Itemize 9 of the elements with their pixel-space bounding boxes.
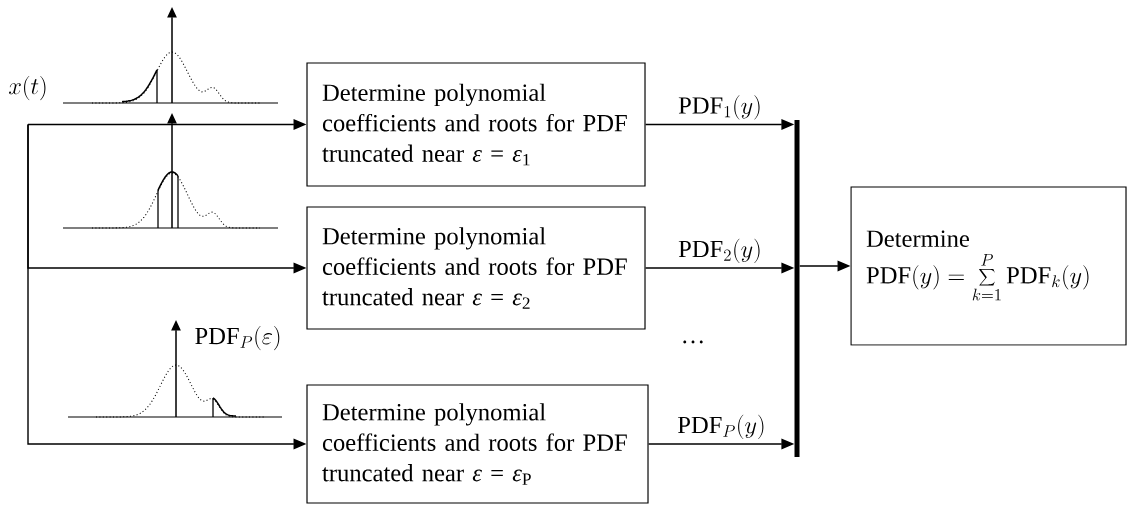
process-box: Determine polynomial coefficients and roots for PDF truncated near ε = ε$_{2}$	[306, 206, 646, 330]
edge-label: $\mathrm{PDF}_{2}(y)$	[676, 237, 763, 265]
result-box: Determine $\mathrm{PDF}(y)=\sum_{k=1}^{P}\mathrm{PDF}_{k}(y)$	[850, 186, 1127, 346]
input-label: $x(t)$	[9, 75, 46, 101]
process-box: Determine polynomial coefficients and roots for PDF truncated near ε = ε$_{1}$	[306, 62, 646, 187]
edge-label: $\mathrm{PDF}_{1}(y)$	[676, 94, 763, 121]
edge-label: $\mathrm{PDF}_{P}(y)$	[676, 413, 767, 441]
process-box: Determine polynomial coefficients and roots for PDF truncated near ε = ε$_{P}$	[306, 384, 649, 504]
ellipsis: …	[683, 340, 703, 344]
